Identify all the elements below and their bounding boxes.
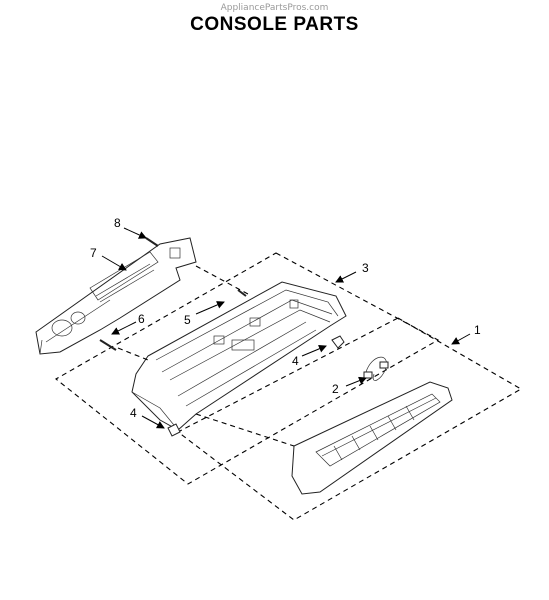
watermark: AppliancePartsPros.com (220, 3, 329, 13)
callout-3: 3 (362, 261, 369, 275)
callout-4-right: 4 (292, 354, 299, 368)
leader-3 (335, 271, 357, 283)
leader-5 (195, 301, 225, 315)
leader-8 (123, 227, 147, 239)
leader-1 (451, 333, 471, 345)
callout-7: 7 (90, 246, 97, 260)
leader-4-left (141, 415, 165, 429)
connector-trim-to-housing (195, 265, 249, 295)
part-1-console-panel[interactable] (291, 381, 453, 495)
leader-2 (345, 376, 367, 387)
leader-4-right (301, 345, 327, 357)
part-5-screw[interactable] (237, 289, 247, 297)
console-assembly-boundary (55, 252, 440, 485)
callout-8: 8 (114, 216, 121, 230)
part-8-screw[interactable] (145, 237, 159, 247)
connector-screw-6 (117, 347, 149, 361)
callout-4-left: 4 (130, 406, 137, 420)
leader-7 (101, 255, 127, 271)
connector-housing-to-panel (195, 413, 295, 447)
part-3-console-housing[interactable] (131, 281, 347, 431)
part-4-clip-left[interactable] (167, 423, 181, 437)
leader-6 (111, 321, 137, 335)
part-7-control-trim[interactable] (35, 237, 197, 355)
panel-assembly-boundary (176, 317, 523, 521)
page-title: CONSOLE PARTS (190, 14, 359, 35)
callout-5: 5 (184, 313, 191, 327)
callout-2: 2 (332, 382, 339, 396)
callout-1: 1 (474, 323, 481, 337)
callout-6: 6 (138, 312, 145, 326)
part-2-wire-harness[interactable] (363, 356, 389, 381)
part-4-clip-right[interactable] (331, 335, 345, 349)
part-6-screw[interactable] (99, 339, 117, 351)
